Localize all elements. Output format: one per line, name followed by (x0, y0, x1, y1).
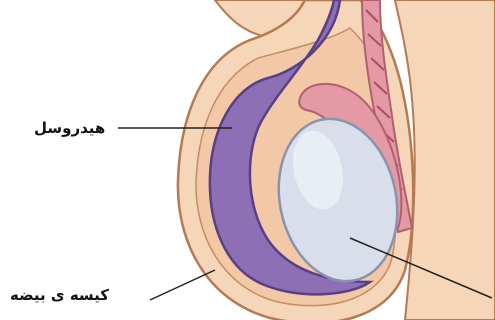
hydrocele-label: هیدروسل (34, 119, 105, 137)
scrotum-label: کیسه ی بیضه (10, 286, 109, 304)
scrotum-leader-line (150, 270, 215, 300)
